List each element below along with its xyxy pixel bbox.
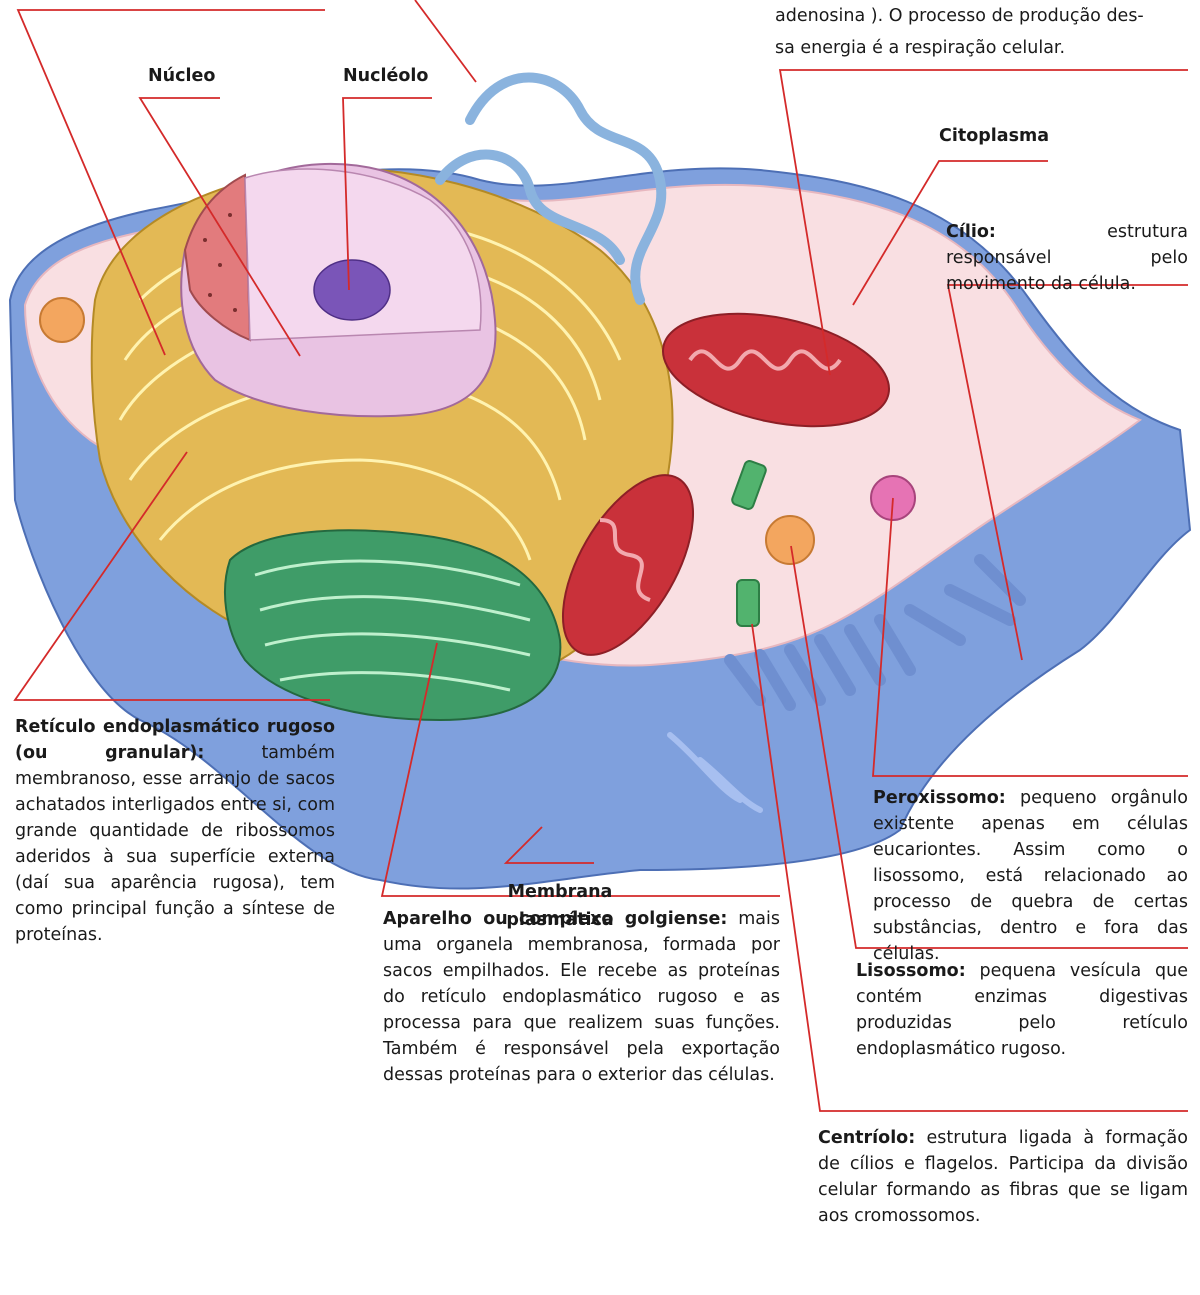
annotation-peroxissomo: Peroxissomo: pequeno orgânulo existente … bbox=[873, 785, 1188, 967]
annotation-reticulo: Retículo endoplasmático rugoso (ou granu… bbox=[15, 714, 335, 948]
label-nucleo: Núcleo bbox=[148, 66, 215, 86]
annotation-cilio: Cílio: estrutura responsável pelo movime… bbox=[946, 219, 1188, 297]
annotation-lisossomo: Lisossomo: pequena vesícula que contém e… bbox=[856, 958, 1188, 1062]
lisossomo-term: Lisossomo: bbox=[856, 961, 966, 981]
peroxissomo-text: pequeno orgânulo existente apenas em cél… bbox=[873, 788, 1188, 964]
lysosome-shape bbox=[766, 516, 814, 564]
vesicle-left bbox=[40, 298, 84, 342]
peroxissomo-term: Peroxissomo: bbox=[873, 788, 1006, 808]
label-membrana-line1: Membrana bbox=[490, 878, 630, 906]
annotation-golgi: Aparelho ou complexo golgiense: mais uma… bbox=[383, 906, 780, 1088]
fragment-respiration: adenosina ). O processo de produção des-… bbox=[775, 0, 1195, 64]
label-citoplasma: Citoplasma bbox=[939, 126, 1049, 146]
fragment-line-1: adenosina ). O processo de produção des- bbox=[775, 0, 1195, 32]
annotation-centriolo: Centríolo: estrutura ligada à formação d… bbox=[818, 1125, 1188, 1229]
reticulo-text: também membranoso, esse arranjo de sacos… bbox=[15, 743, 335, 945]
nucleolus-shape bbox=[314, 260, 390, 320]
fragment-line-2: sa energia é a respiração celular. bbox=[775, 32, 1195, 64]
golgi-text: mais uma organela membranosa, formada po… bbox=[383, 909, 780, 1085]
centriole-2 bbox=[737, 580, 759, 626]
centriolo-term: Centríolo: bbox=[818, 1128, 915, 1148]
golgi-term: Aparelho ou complexo golgiense: bbox=[383, 909, 727, 929]
cilio-term: Cílio: bbox=[946, 222, 996, 242]
label-nucleolo: Nucléolo bbox=[343, 66, 428, 86]
